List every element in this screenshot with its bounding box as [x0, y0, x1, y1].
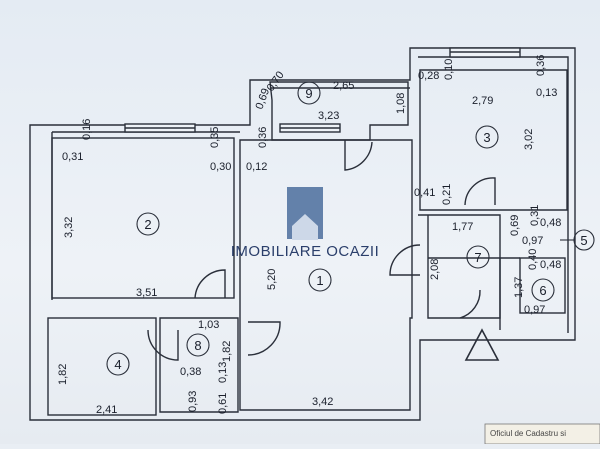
door-room-7b [459, 289, 481, 319]
door-room-2 [194, 269, 226, 299]
room-label-2: 2 [144, 217, 151, 232]
stamp-text: Oficiul de Cadastru si [490, 429, 566, 438]
dimension-label: 0,13 [536, 87, 557, 99]
dimension-label: 2,65 [333, 80, 354, 92]
dimension-label: 0,21 [441, 184, 453, 205]
room-label-3: 3 [483, 130, 490, 145]
dimension-label: 0,30 [210, 161, 231, 173]
dimension-label: 5,20 [266, 269, 278, 290]
door-room-3 [464, 177, 496, 206]
dimension-label: 3,23 [318, 110, 339, 122]
dimension-label: 1,77 [452, 221, 473, 233]
room-3-outline [419, 69, 568, 211]
room-label-4: 4 [114, 357, 121, 372]
dimension-label: 3,42 [312, 396, 333, 408]
dimension-label: 0,69 [254, 87, 273, 111]
dimension-label: 0,97 [522, 235, 543, 247]
room-label-6: 6 [539, 283, 546, 298]
door-room-7 [389, 244, 421, 276]
room-9-outline [269, 81, 409, 141]
door-room-8 [147, 329, 179, 361]
room-label-9: 9 [305, 86, 312, 101]
north-arrow-icon [464, 328, 500, 361]
dimension-label: 0,93 [187, 391, 199, 412]
room-6-outline [519, 257, 566, 314]
dimension-label: 3,02 [523, 129, 535, 150]
dimension-label: 1,37 [513, 277, 525, 298]
door-room-1 [247, 321, 281, 356]
dimension-label: 0,40 [527, 249, 539, 270]
dimension-label: 0,13 [217, 362, 229, 383]
room-8-outline [159, 317, 239, 413]
dimension-label: 0,12 [246, 161, 267, 173]
dimension-label: 2,08 [429, 259, 441, 280]
room-label-7: 7 [474, 250, 481, 265]
door-room-9 [344, 140, 373, 171]
dimension-label: 0,16 [81, 119, 93, 140]
dimension-label: 0,36 [535, 55, 547, 76]
dimension-label: 2,41 [96, 404, 117, 416]
dimension-label: 3,51 [136, 287, 157, 299]
room-label-5: 5 [580, 233, 587, 248]
room-4-outline [47, 317, 157, 416]
dimension-label: 0,31 [529, 205, 541, 226]
dimension-label: 0,35 [209, 127, 221, 148]
dimension-label: 0,69 [509, 215, 521, 236]
dimension-label: 0,41 [414, 187, 435, 199]
watermark-text: IMOBILIARE OCAZII [231, 243, 380, 260]
room-1-outline [239, 139, 413, 411]
dimension-label: 0,97 [524, 304, 545, 316]
exterior-wall [29, 47, 576, 421]
dimension-label: 0,36 [257, 127, 269, 148]
dimension-label: 1,03 [198, 319, 219, 331]
dimension-label: 3,32 [63, 217, 75, 238]
dimension-label: 2,79 [472, 95, 493, 107]
dimension-label: 0,48 [540, 217, 561, 229]
room-label-1: 1 [316, 273, 323, 288]
dimension-label: 1,82 [57, 364, 69, 385]
dimension-label: 0,48 [540, 259, 561, 271]
dimension-label: 1,82 [221, 341, 233, 362]
dimension-label: 0,38 [180, 366, 201, 378]
room-2-outline [51, 137, 235, 299]
dimension-label: 0,10 [443, 59, 455, 80]
room-label-8: 8 [194, 338, 201, 353]
dimension-label: 0,28 [418, 70, 439, 82]
dimension-label: 0,61 [217, 393, 229, 414]
dimension-label: 0,31 [62, 151, 83, 163]
watermark: IMOBILIARE OCAZII [231, 187, 380, 260]
dimension-label: 1,08 [395, 93, 407, 114]
